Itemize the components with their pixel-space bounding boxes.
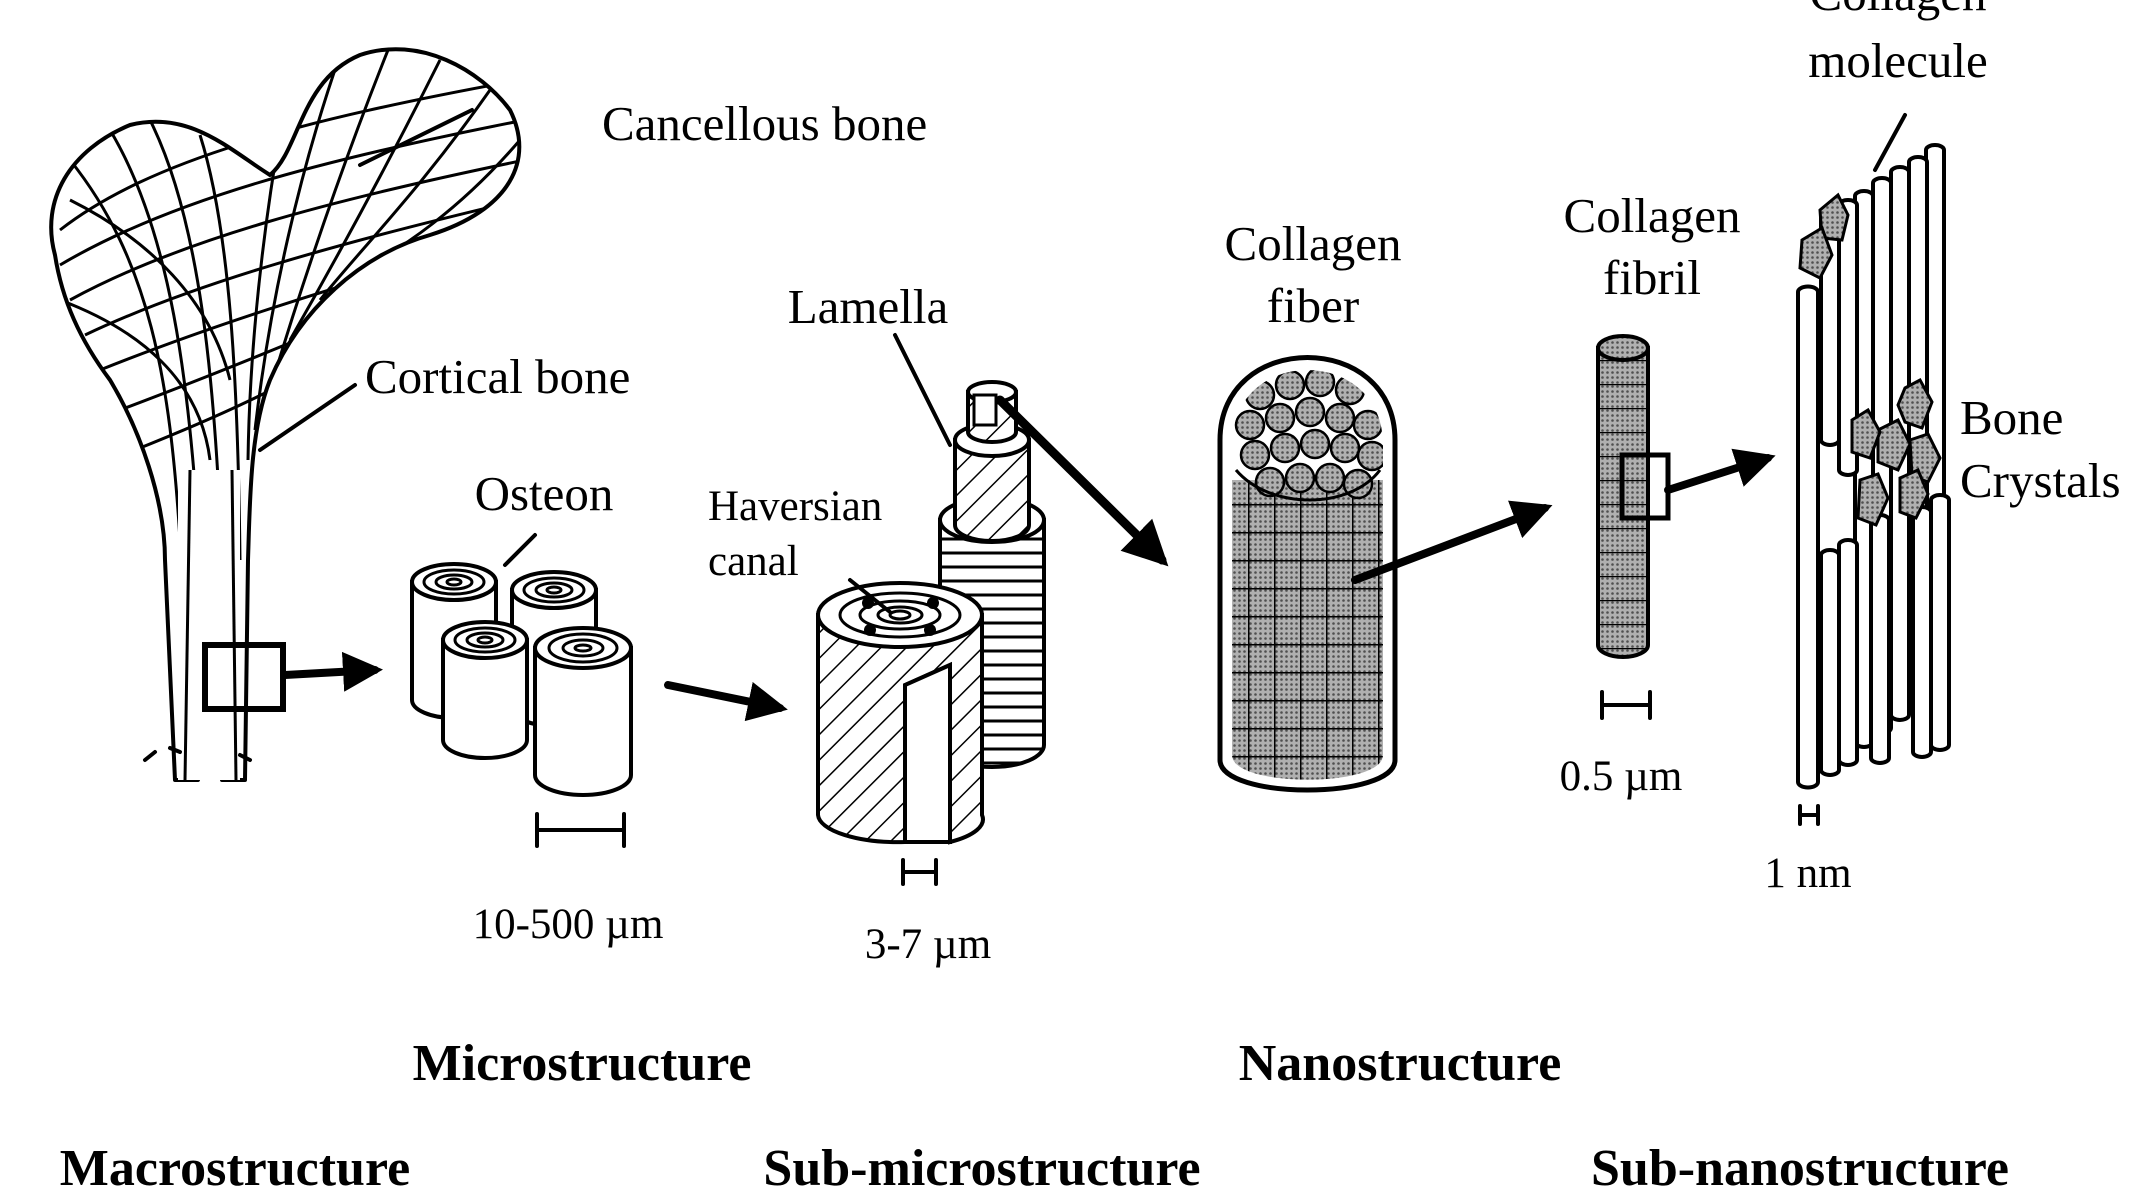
fibril-scale-label: 0.5 µm [1560, 753, 1683, 800]
collagen-molecule-leader-line [1873, 113, 1907, 172]
bone-crystals-label-line2: Crystals [1960, 453, 2121, 508]
osteon-illustration [410, 562, 633, 797]
molecule-scale-bar [1798, 804, 1820, 826]
bone-crystal-3 [1876, 417, 1912, 472]
bone-crystals-label-line1: Bone [1960, 390, 2063, 445]
collagen-rod-lower-2 [1869, 513, 1891, 765]
collagen-fibril-label-line1: Collagen [1564, 188, 1741, 243]
haversian-canal-label-line1: Haversian [708, 483, 882, 530]
collagen-rod-lower-1 [1911, 505, 1933, 759]
level-sub-microstructure: Sub-microstructure [763, 1140, 1200, 1187]
haversian-leader-line [848, 578, 892, 614]
osteon-leader-line [503, 533, 537, 567]
lamella-label: Lamella [788, 279, 949, 334]
bone-crystal-6 [1856, 472, 1890, 527]
cortical-leader-line [258, 383, 357, 452]
bone-crystal-2 [1896, 377, 1934, 430]
arrow-osteon-to-lamella [664, 681, 788, 722]
cortical-bone-label: Cortical bone [365, 349, 630, 404]
collagen-rod-front-4 [1796, 284, 1820, 790]
collagen-molecule-label-line2: molecule [1808, 33, 1988, 88]
lamella-scale-bar [901, 858, 938, 886]
bone-crystal-7 [1898, 468, 1930, 520]
level-nanostructure: Nanostructure [1239, 1035, 1562, 1092]
level-microstructure: Microstructure [413, 1035, 752, 1092]
lamella-scale-label: 3-7 µm [865, 921, 991, 968]
arrow-fiber-to-fibril [1351, 500, 1553, 584]
lamella-illustration [816, 380, 1046, 845]
level-macrostructure: Macrostructure [60, 1140, 410, 1187]
collagen-fiber-illustration [1217, 355, 1398, 793]
osteon-scale-bar [535, 812, 626, 848]
osteon-label: Osteon [475, 466, 614, 521]
femur-illustration [49, 47, 522, 782]
arrow-fibril-to-molecule [1664, 448, 1776, 494]
collagen-rod-lower-0 [1929, 493, 1951, 752]
level-sub-nanostructure: Sub-nanostructure [1591, 1140, 2009, 1187]
collagen-rod-front-0 [1837, 198, 1859, 477]
lamella-leader-line [893, 333, 952, 447]
osteon-scale-label: 10-500 µm [473, 901, 664, 948]
molecule-scale-label: 1 nm [1764, 850, 1851, 897]
bone-crystal-1 [1798, 225, 1834, 281]
collagen-rod-front-3 [1819, 548, 1841, 777]
arrow-lamella-to-fiber [995, 395, 1169, 567]
cancellous-bone-label: Cancellous bone [602, 96, 927, 151]
haversian-canal-label-line2: canal [708, 538, 799, 585]
collagen-molecule-illustration [1796, 143, 1951, 790]
collagen-fiber-label-line1: Collagen [1225, 216, 1402, 271]
fibril-scale-bar [1600, 690, 1652, 720]
collagen-rod-front-1 [1837, 538, 1859, 767]
collagen-fiber-label-line2: fiber [1267, 278, 1360, 333]
cancellous-leader-line [358, 108, 474, 167]
collagen-fibril-label-line2: fibril [1603, 250, 1701, 305]
bone-crystal-4 [1850, 407, 1882, 460]
collagen-molecule-label-line1: Collagen [1810, 0, 1987, 21]
arrow-macro-to-osteon [281, 651, 383, 692]
collagen-fibril-illustration [1596, 334, 1671, 659]
